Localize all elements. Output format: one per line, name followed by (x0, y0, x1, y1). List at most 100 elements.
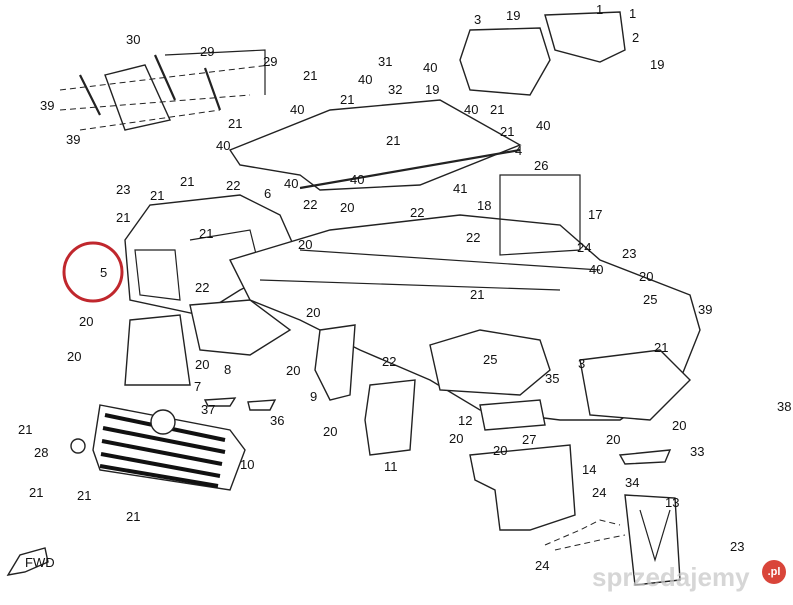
part-label: 20 (79, 314, 93, 329)
part-label: 28 (34, 445, 48, 460)
fwd-arrow-icon: FWD (6, 547, 55, 576)
part-label: 40 (589, 262, 603, 277)
part-label: 21 (180, 174, 194, 189)
bracket-36 (247, 399, 277, 411)
part-label: 39 (40, 98, 54, 113)
part-label: 33 (690, 444, 704, 459)
part-label: 40 (284, 176, 298, 191)
part-label: 31 (378, 54, 392, 69)
part-label: 22 (410, 205, 424, 220)
part-label: 22 (195, 280, 209, 295)
part-label: 22 (226, 178, 240, 193)
part-label: 24 (592, 485, 606, 500)
part-label: 21 (199, 226, 213, 241)
part-label: 32 (388, 82, 402, 97)
fwd-arrow-text: FWD (25, 555, 55, 570)
part-label: 20 (298, 237, 312, 252)
part-label: 38 (777, 399, 791, 414)
part-label: 21 (29, 485, 43, 500)
watermark-logo: sprzedajemy (592, 562, 750, 592)
bracket-37 (203, 397, 237, 407)
part-label: 39 (66, 132, 80, 147)
part-label: 40 (216, 138, 230, 153)
bracket-34 (618, 449, 672, 465)
part-label: 12 (458, 413, 472, 428)
part-label: 1 (596, 2, 603, 17)
part-label: 9 (310, 389, 317, 404)
watermark-badge: .pl (762, 560, 786, 584)
part-label: 40 (290, 102, 304, 117)
part-label: 3 (474, 12, 481, 27)
part-label: 21 (490, 102, 504, 117)
part-label: 40 (464, 102, 478, 117)
part-label: 21 (654, 340, 668, 355)
part-label: 26 (534, 158, 548, 173)
cable (544, 519, 626, 551)
part-label: 20 (449, 431, 463, 446)
seat (228, 99, 522, 191)
part-label: 17 (588, 207, 602, 222)
part-label: 21 (228, 116, 242, 131)
main-body (229, 174, 701, 421)
front-grille (70, 404, 246, 491)
part-label: 20 (323, 424, 337, 439)
part-label: 21 (18, 422, 32, 437)
part-label: 22 (466, 230, 480, 245)
part-label: 23 (622, 246, 636, 261)
part-label: 29 (263, 54, 277, 69)
part-label: 21 (126, 509, 140, 524)
part-label: 24 (577, 240, 591, 255)
part-label: 20 (306, 305, 320, 320)
part-label: 20 (672, 418, 686, 433)
part-label: 21 (500, 124, 514, 139)
part-label: 21 (303, 68, 317, 83)
part-label: 21 (340, 92, 354, 107)
cargo-net-assembly (59, 49, 271, 131)
part-label: 20 (639, 269, 653, 284)
part-label: 29 (200, 44, 214, 59)
part-label: 8 (224, 362, 231, 377)
part-label: 21 (470, 287, 484, 302)
part-label: 19 (650, 57, 664, 72)
part-label: 20 (606, 432, 620, 447)
part-label: 24 (535, 558, 549, 573)
part-label: 20 (340, 200, 354, 215)
part-label: 21 (77, 488, 91, 503)
part-label: 30 (126, 32, 140, 47)
part-label: 14 (582, 462, 596, 477)
part-label: 3 (578, 356, 585, 371)
part-label: 36 (270, 413, 284, 428)
part-label: 11 (384, 459, 398, 474)
part-label: 18 (477, 198, 491, 213)
part-label: 7 (194, 379, 201, 394)
part-label: 40 (423, 60, 437, 75)
part-label: 35 (545, 371, 559, 386)
part-label: 4 (515, 143, 522, 158)
part-label: 34 (625, 475, 639, 490)
part-label: 21 (116, 210, 130, 225)
part-label: 21 (386, 133, 400, 148)
part-label: 20 (286, 363, 300, 378)
part-label: 39 (698, 302, 712, 317)
part-label: 40 (536, 118, 550, 133)
side-panels (124, 299, 681, 586)
part-label: 20 (493, 443, 507, 458)
part-label: 22 (303, 197, 317, 212)
part-label: 23 (730, 539, 744, 554)
part-label: 13 (665, 495, 679, 510)
part-label: 25 (643, 292, 657, 307)
part-label: 6 (264, 186, 271, 201)
part-label: 37 (201, 402, 215, 417)
part-label: 10 (240, 457, 254, 472)
part-labels: 30 29 29 39 39 31 21 40 32 21 40 21 40 3… (18, 2, 791, 573)
part-label: 41 (453, 181, 467, 196)
part-label: 20 (195, 357, 209, 372)
part-label: 25 (483, 352, 497, 367)
part-label: 19 (506, 8, 520, 23)
part-label: 1 (629, 6, 636, 21)
part-label: 40 (358, 72, 372, 87)
part-label: 5 (100, 265, 107, 280)
part-label: 23 (116, 182, 130, 197)
